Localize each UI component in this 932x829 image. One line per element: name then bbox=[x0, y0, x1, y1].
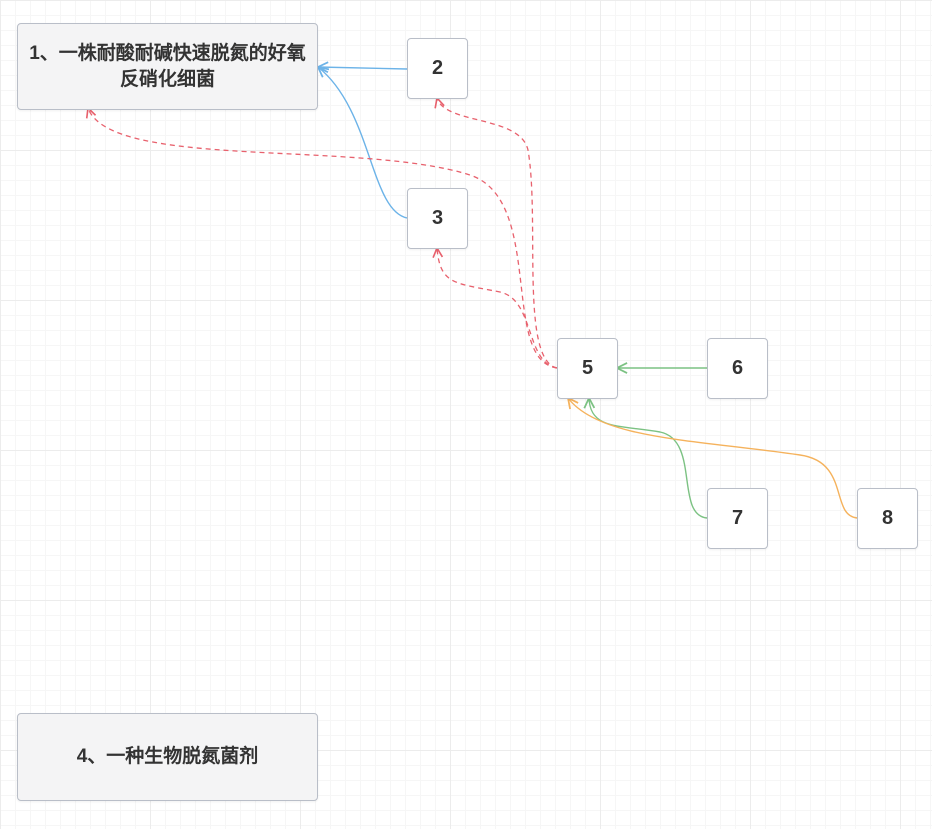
node-7-label: 7 bbox=[731, 507, 744, 529]
node-1[interactable]: 1、一株耐酸耐碱快速脱氮的好氧反硝化细菌 bbox=[17, 23, 318, 110]
node-3-label: 3 bbox=[431, 207, 444, 229]
node-5-label: 5 bbox=[581, 357, 594, 379]
node-2-label: 2 bbox=[431, 57, 444, 79]
node-4[interactable]: 4、一种生物脱氮菌剂 bbox=[17, 713, 318, 801]
edge-2-to-1 bbox=[318, 67, 408, 69]
edge-3-to-1 bbox=[318, 67, 408, 219]
node-6[interactable]: 6 bbox=[707, 338, 768, 399]
edge-5-to-3 bbox=[437, 248, 558, 369]
node-1-label: 1、一株耐酸耐碱快速脱氮的好氧反硝化细菌 bbox=[29, 42, 306, 90]
edge-5-to-1 bbox=[88, 108, 558, 369]
node-6-label: 6 bbox=[731, 357, 744, 379]
node-4-label: 4、一种生物脱氮菌剂 bbox=[76, 746, 259, 767]
node-8[interactable]: 8 bbox=[857, 488, 918, 549]
node-7[interactable]: 7 bbox=[707, 488, 768, 549]
node-3[interactable]: 3 bbox=[407, 188, 468, 249]
node-5[interactable]: 5 bbox=[557, 338, 618, 399]
node-8-label: 8 bbox=[881, 507, 894, 529]
edge-7-to-5 bbox=[589, 398, 708, 519]
node-2[interactable]: 2 bbox=[407, 38, 468, 99]
